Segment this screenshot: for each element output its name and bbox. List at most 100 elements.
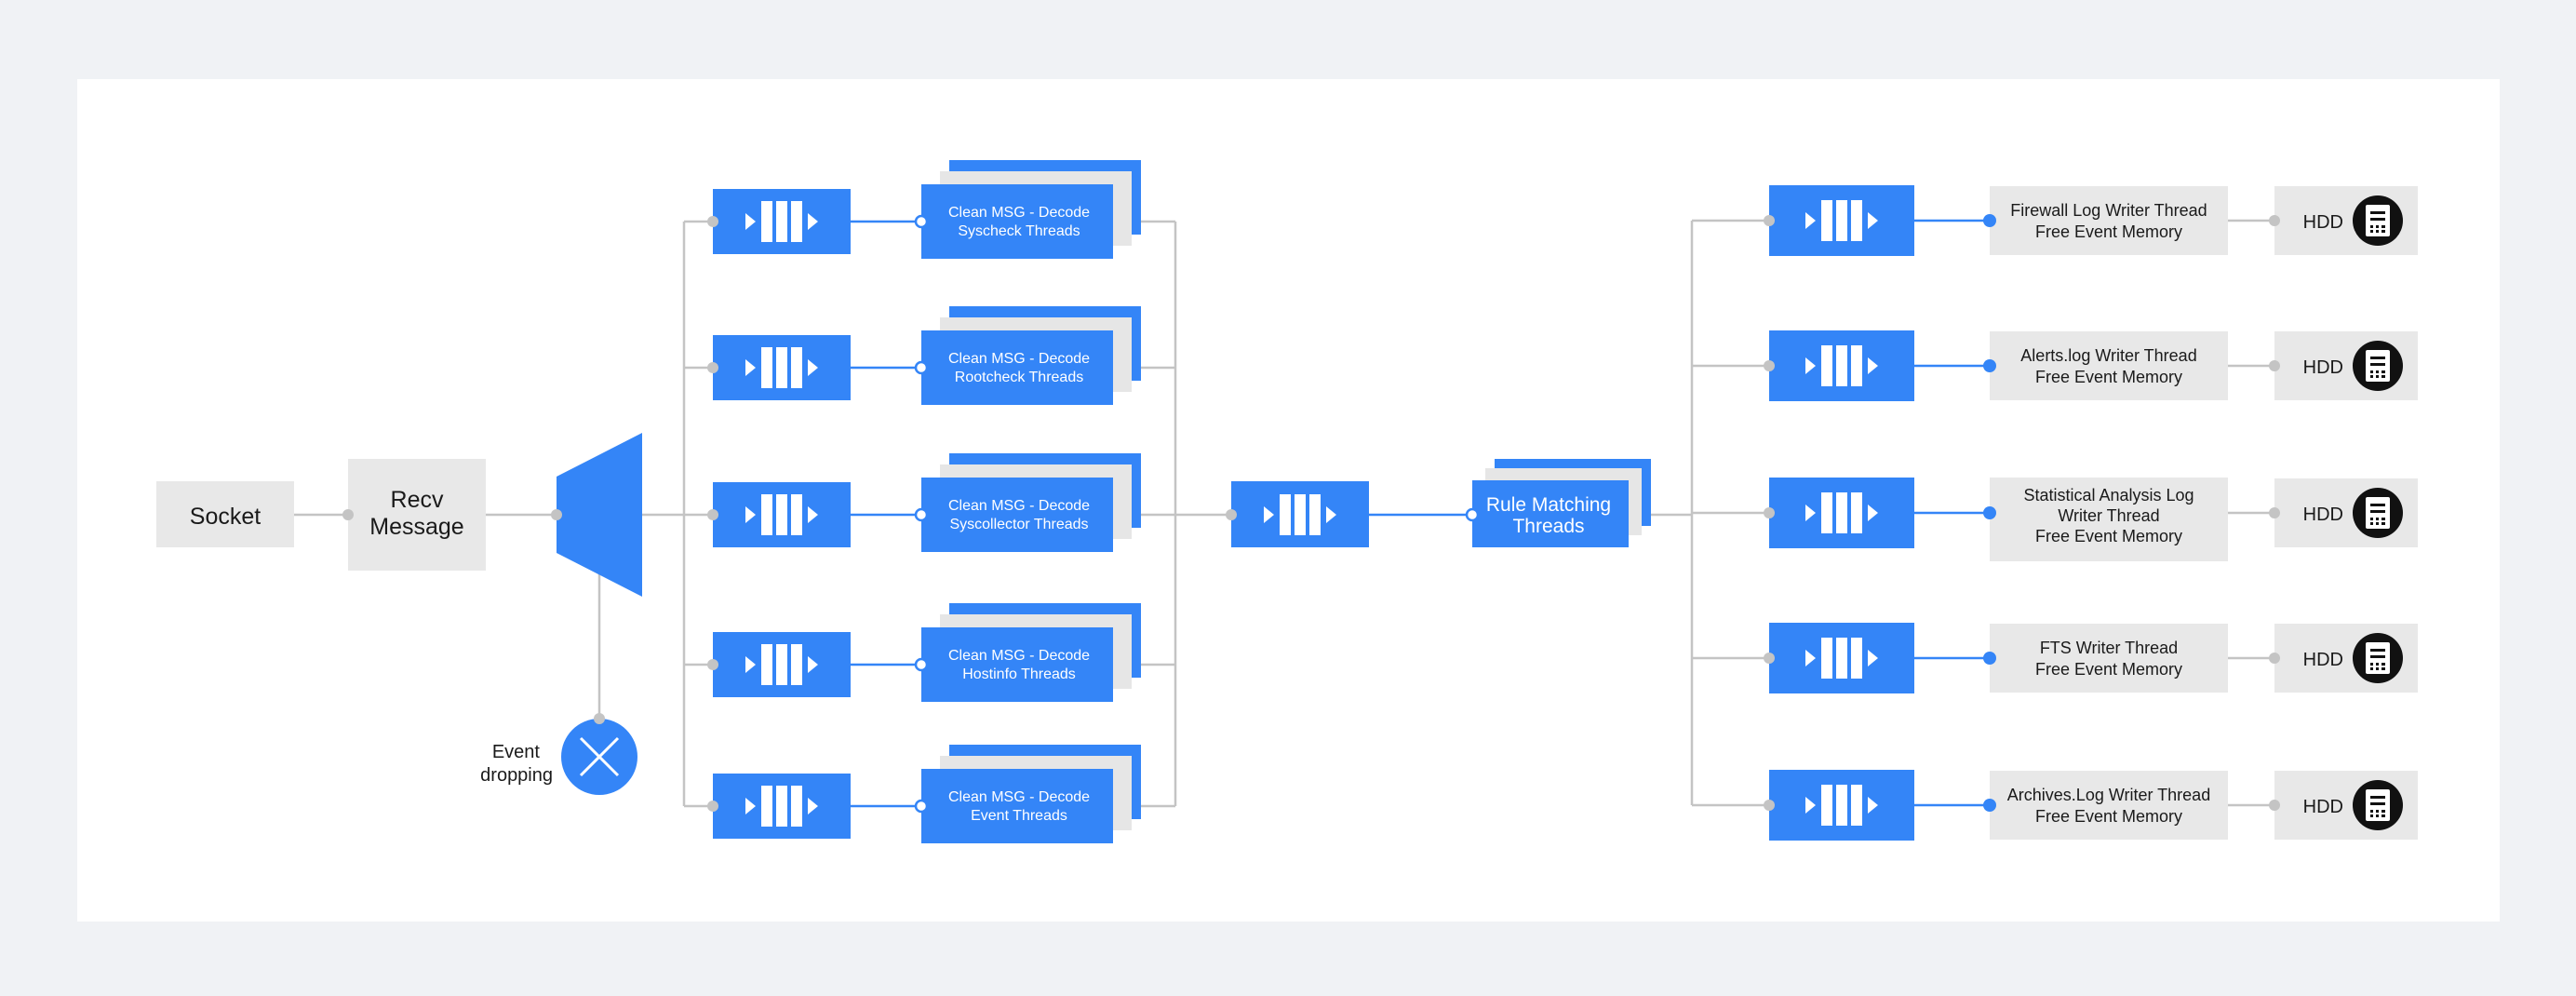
hdd-label: HDD: [2303, 212, 2343, 233]
decoder-rows: Clean MSG - Decode Syscheck Threads Clea…: [713, 160, 1141, 843]
decoder-row: Clean MSG - Decode Event Threads: [713, 745, 1141, 843]
writer-label-line2: Free Event Memory: [2035, 222, 2182, 241]
connector-dot: [1764, 360, 1775, 371]
writer-label-line1: Statistical Analysis Log: [2023, 486, 2194, 505]
event-dropping-line1: Event: [492, 742, 541, 762]
connector-dot: [594, 713, 605, 724]
writer-row: Statistical Analysis Log Writer Thread F…: [1769, 478, 2418, 561]
rule-matching-line1: Rule Matching: [1486, 494, 1611, 516]
writer-row: FTS Writer Thread Free Event Memory HDD: [1769, 623, 2418, 693]
rule-matching-line2: Threads: [1512, 516, 1584, 537]
writer-node: Alerts.log Writer Thread Free Event Memo…: [1990, 331, 2228, 400]
recv-label-line1: Recv: [391, 487, 444, 513]
recv-message-node: Recv Message: [348, 459, 486, 571]
connector-dot: [1465, 507, 1480, 522]
event-dropping-node: Event dropping: [480, 719, 637, 795]
writer-rows: Firewall Log Writer Thread Free Event Me…: [1769, 185, 2418, 841]
decoder-row: Clean MSG - Decode Syscheck Threads: [713, 160, 1141, 259]
decoder-row: Clean MSG - Decode Hostinfo Threads: [713, 603, 1141, 702]
hdd-node: HDD: [2274, 771, 2418, 840]
connector-dot: [1983, 214, 1996, 227]
writer-label-line3: Free Event Memory: [2035, 527, 2182, 545]
close-icon: [579, 736, 620, 777]
queue-node: [713, 482, 851, 547]
hdd-label: HDD: [2303, 650, 2343, 670]
writer-label-line2: Free Event Memory: [2035, 368, 2182, 386]
connector-dot: [2269, 653, 2280, 664]
queue-node: [1769, 770, 1914, 841]
connector-dot: [2269, 360, 2280, 371]
decoder-row: Clean MSG - Decode Syscollector Threads: [713, 453, 1141, 552]
hdd-node: HDD: [2274, 478, 2418, 547]
connector-dot: [2269, 800, 2280, 811]
connectors: [294, 219, 2274, 808]
hdd-label: HDD: [2303, 357, 2343, 378]
writer-label-line2: Free Event Memory: [2035, 660, 2182, 679]
connector-dot: [914, 214, 929, 229]
event-dropping-line2: dropping: [480, 765, 553, 786]
connector-dot: [707, 216, 718, 227]
rule-matching-stack: Rule Matching Threads: [1472, 459, 1651, 547]
connector-dot: [914, 799, 929, 814]
connector-dot: [1983, 652, 1996, 665]
document-icon: [2366, 205, 2390, 236]
writer-label-line2: Writer Thread: [2058, 506, 2159, 525]
decoder-label-line1: Clean MSG - Decode: [948, 351, 1090, 367]
connector-dot: [707, 362, 718, 373]
document-icon: [2366, 789, 2390, 821]
hdd-node: HDD: [2274, 624, 2418, 693]
queue-node: [713, 335, 851, 400]
decoder-row: Clean MSG - Decode Rootcheck Threads: [713, 306, 1141, 405]
writer-label-line1: Firewall Log Writer Thread: [2010, 201, 2207, 220]
hdd-label: HDD: [2303, 797, 2343, 817]
hdd-node: HDD: [2274, 186, 2418, 255]
decoder-label-line1: Clean MSG - Decode: [948, 498, 1090, 514]
decoder-stack: Clean MSG - Decode Syscollector Threads: [921, 453, 1141, 552]
connector-dot: [1764, 653, 1775, 664]
connector-dot: [2269, 507, 2280, 518]
decoder-label-line2: Hostinfo Threads: [962, 666, 1076, 682]
writer-node: Archives.Log Writer Thread Free Event Me…: [1990, 771, 2228, 840]
decoder-stack: Clean MSG - Decode Hostinfo Threads: [921, 603, 1141, 702]
connector-dots: [342, 214, 2280, 814]
dispatcher-shape: [557, 433, 642, 597]
document-icon: [2366, 497, 2390, 529]
connector-dot: [914, 360, 929, 375]
writer-node: FTS Writer Thread Free Event Memory: [1990, 624, 2228, 693]
central-queue-node: [1231, 481, 1369, 547]
hdd-node: HDD: [2274, 331, 2418, 400]
connector-dot: [1983, 799, 1996, 812]
queue-node: [1769, 330, 1914, 401]
decoder-label-line1: Clean MSG - Decode: [948, 205, 1090, 221]
recv-label-line2: Message: [369, 514, 463, 540]
decoder-stack: Clean MSG - Decode Event Threads: [921, 745, 1141, 843]
document-icon: [2366, 350, 2390, 382]
connector-dot: [1764, 215, 1775, 226]
socket-label: Socket: [190, 504, 261, 530]
connector-dot: [342, 509, 354, 520]
document-icon: [2366, 642, 2390, 674]
decoder-label-line1: Clean MSG - Decode: [948, 648, 1090, 664]
queue-node: [713, 632, 851, 697]
queue-node: [1769, 623, 1914, 693]
writer-label-line1: FTS Writer Thread: [2040, 639, 2178, 657]
decoder-label-line2: Event Threads: [971, 808, 1067, 824]
connector-dot: [1983, 506, 1996, 519]
connector-dot: [914, 507, 929, 522]
decoder-stack: Clean MSG - Decode Syscheck Threads: [921, 160, 1141, 259]
queue-node: [1769, 478, 1914, 548]
writer-row: Firewall Log Writer Thread Free Event Me…: [1769, 185, 2418, 256]
writer-node: Statistical Analysis Log Writer Thread F…: [1990, 478, 2228, 561]
connector-dot: [707, 659, 718, 670]
connector-dot: [1764, 800, 1775, 811]
writer-label-line2: Free Event Memory: [2035, 807, 2182, 826]
queue-node: [1769, 185, 1914, 256]
connector-dot: [2269, 215, 2280, 226]
connector-dot: [914, 657, 929, 672]
hdd-label: HDD: [2303, 505, 2343, 525]
writer-row: Alerts.log Writer Thread Free Event Memo…: [1769, 330, 2418, 401]
writer-label-line1: Archives.Log Writer Thread: [2007, 786, 2210, 804]
connector-dot: [707, 801, 718, 812]
connector-dot: [1983, 359, 1996, 372]
